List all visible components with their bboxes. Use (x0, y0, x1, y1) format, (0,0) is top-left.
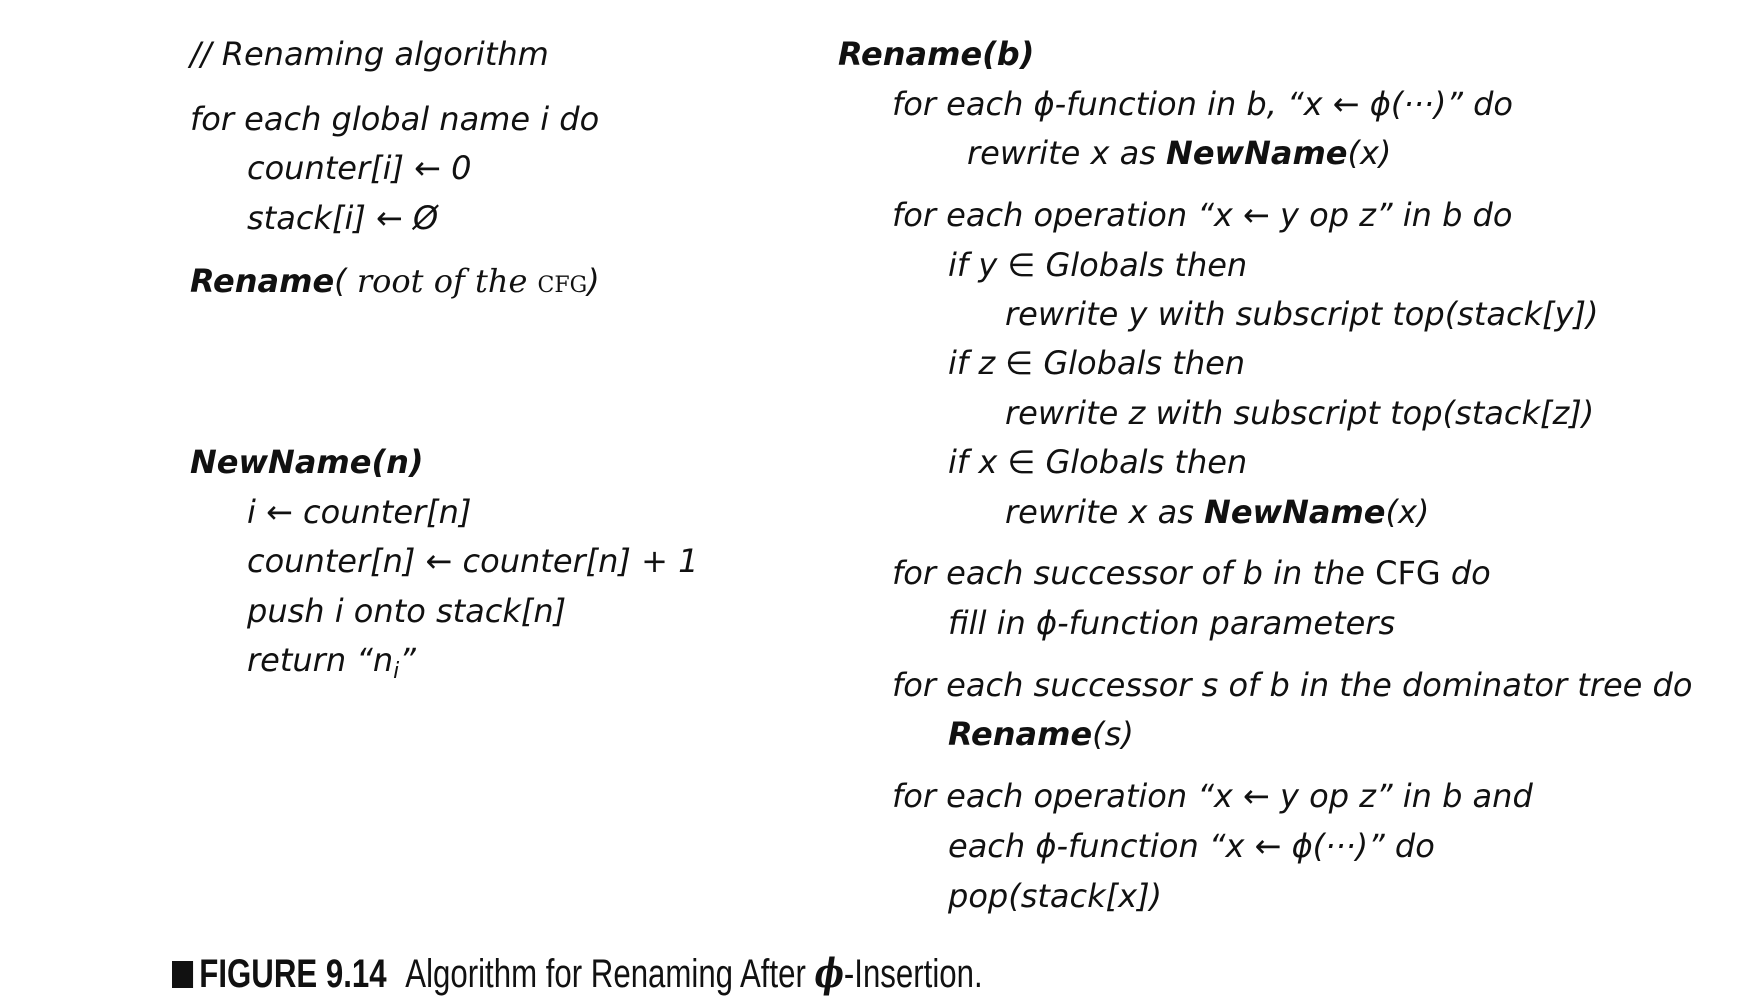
succ-loop-cfg: CFG (1375, 554, 1441, 592)
rename-root-call: Rename( root of the cfg) (190, 265, 600, 297)
renaming-comment: // Renaming algorithm (190, 35, 549, 73)
rename-call-open: ( (334, 262, 357, 300)
pop-line: pop(stack[x]) (948, 877, 1163, 915)
rename-call-name: Rename (190, 262, 335, 300)
rewrite-x-pre: rewrite x as (1005, 493, 1205, 531)
caption-text-after: -Insertion. (843, 952, 983, 996)
newname-line-4: return “ni” (247, 644, 416, 683)
counter-init-line: counter[i] ← 0 (247, 149, 472, 187)
caption-square-icon (172, 961, 194, 988)
phi-rewrite-line: rewrite x as NewName(x) (967, 137, 1391, 169)
phi-loop-line: for each ϕ-function in b, “x ← ϕ(···)” d… (892, 85, 1513, 123)
dominator-loop-line: for each successor s of b in the dominat… (892, 666, 1693, 704)
figure-label: FIGURE 9.14 (199, 952, 387, 996)
rename-s-line: Rename(s) (948, 718, 1134, 750)
rewrite-x-fn: NewName (1204, 493, 1386, 531)
phi-rewrite-pre: rewrite x as (967, 134, 1167, 172)
if-z-line: if z ∈ Globals then (948, 344, 1246, 382)
fill-phi-line: fill in ϕ-function parameters (948, 604, 1396, 642)
caption-text-before: Algorithm for Renaming After (405, 952, 815, 996)
rewrite-z-line: rewrite z with subscript top(stack[z]) (1005, 394, 1595, 432)
stack-init-line: stack[i] ← Ø (247, 199, 439, 237)
succ-loop-post: do (1440, 554, 1491, 592)
newname-line-3: push i onto stack[n] (247, 592, 567, 630)
newname-line-2: counter[n] ← counter[n] + 1 (247, 542, 699, 580)
newname-line-1: i ← counter[n] (247, 493, 472, 531)
succ-loop-pre: for each successor of b in the (892, 554, 1376, 592)
op-loop-line: for each operation “x ← y op z” in b do (892, 196, 1513, 234)
if-x-line: if x ∈ Globals then (948, 443, 1248, 481)
pop-loop-line-1: for each operation “x ← y op z” in b and (892, 777, 1533, 815)
return-suffix: ” (399, 641, 416, 679)
rename-header: Rename(b) (838, 35, 1035, 73)
rename-call-close: ) (587, 262, 600, 300)
rename-call-cfg: cfg (537, 262, 588, 300)
return-subscript: i (393, 659, 400, 684)
rewrite-x-line: rewrite x as NewName(x) (1005, 496, 1429, 528)
caption-phi: ϕ (814, 950, 844, 997)
return-prefix: return “n (247, 641, 394, 679)
successor-loop-line: for each successor of b in the CFG do (892, 557, 1491, 589)
rewrite-y-line: rewrite y with subscript top(stack[y]) (1005, 295, 1599, 333)
rewrite-x-post: (x) (1385, 493, 1430, 531)
phi-rewrite-post: (x) (1347, 134, 1392, 172)
init-loop-line: for each global name i do (190, 100, 600, 138)
if-y-line: if y ∈ Globals then (948, 246, 1248, 284)
newname-header: NewName(n) (190, 443, 424, 481)
rename-s-fn: Rename (948, 715, 1093, 753)
pop-loop-line-2: each ϕ-function “x ← ϕ(···)” do (948, 827, 1435, 865)
rename-call-arg: root of the (356, 262, 538, 300)
phi-rewrite-fn: NewName (1166, 134, 1348, 172)
rename-s-post: (s) (1092, 715, 1134, 753)
